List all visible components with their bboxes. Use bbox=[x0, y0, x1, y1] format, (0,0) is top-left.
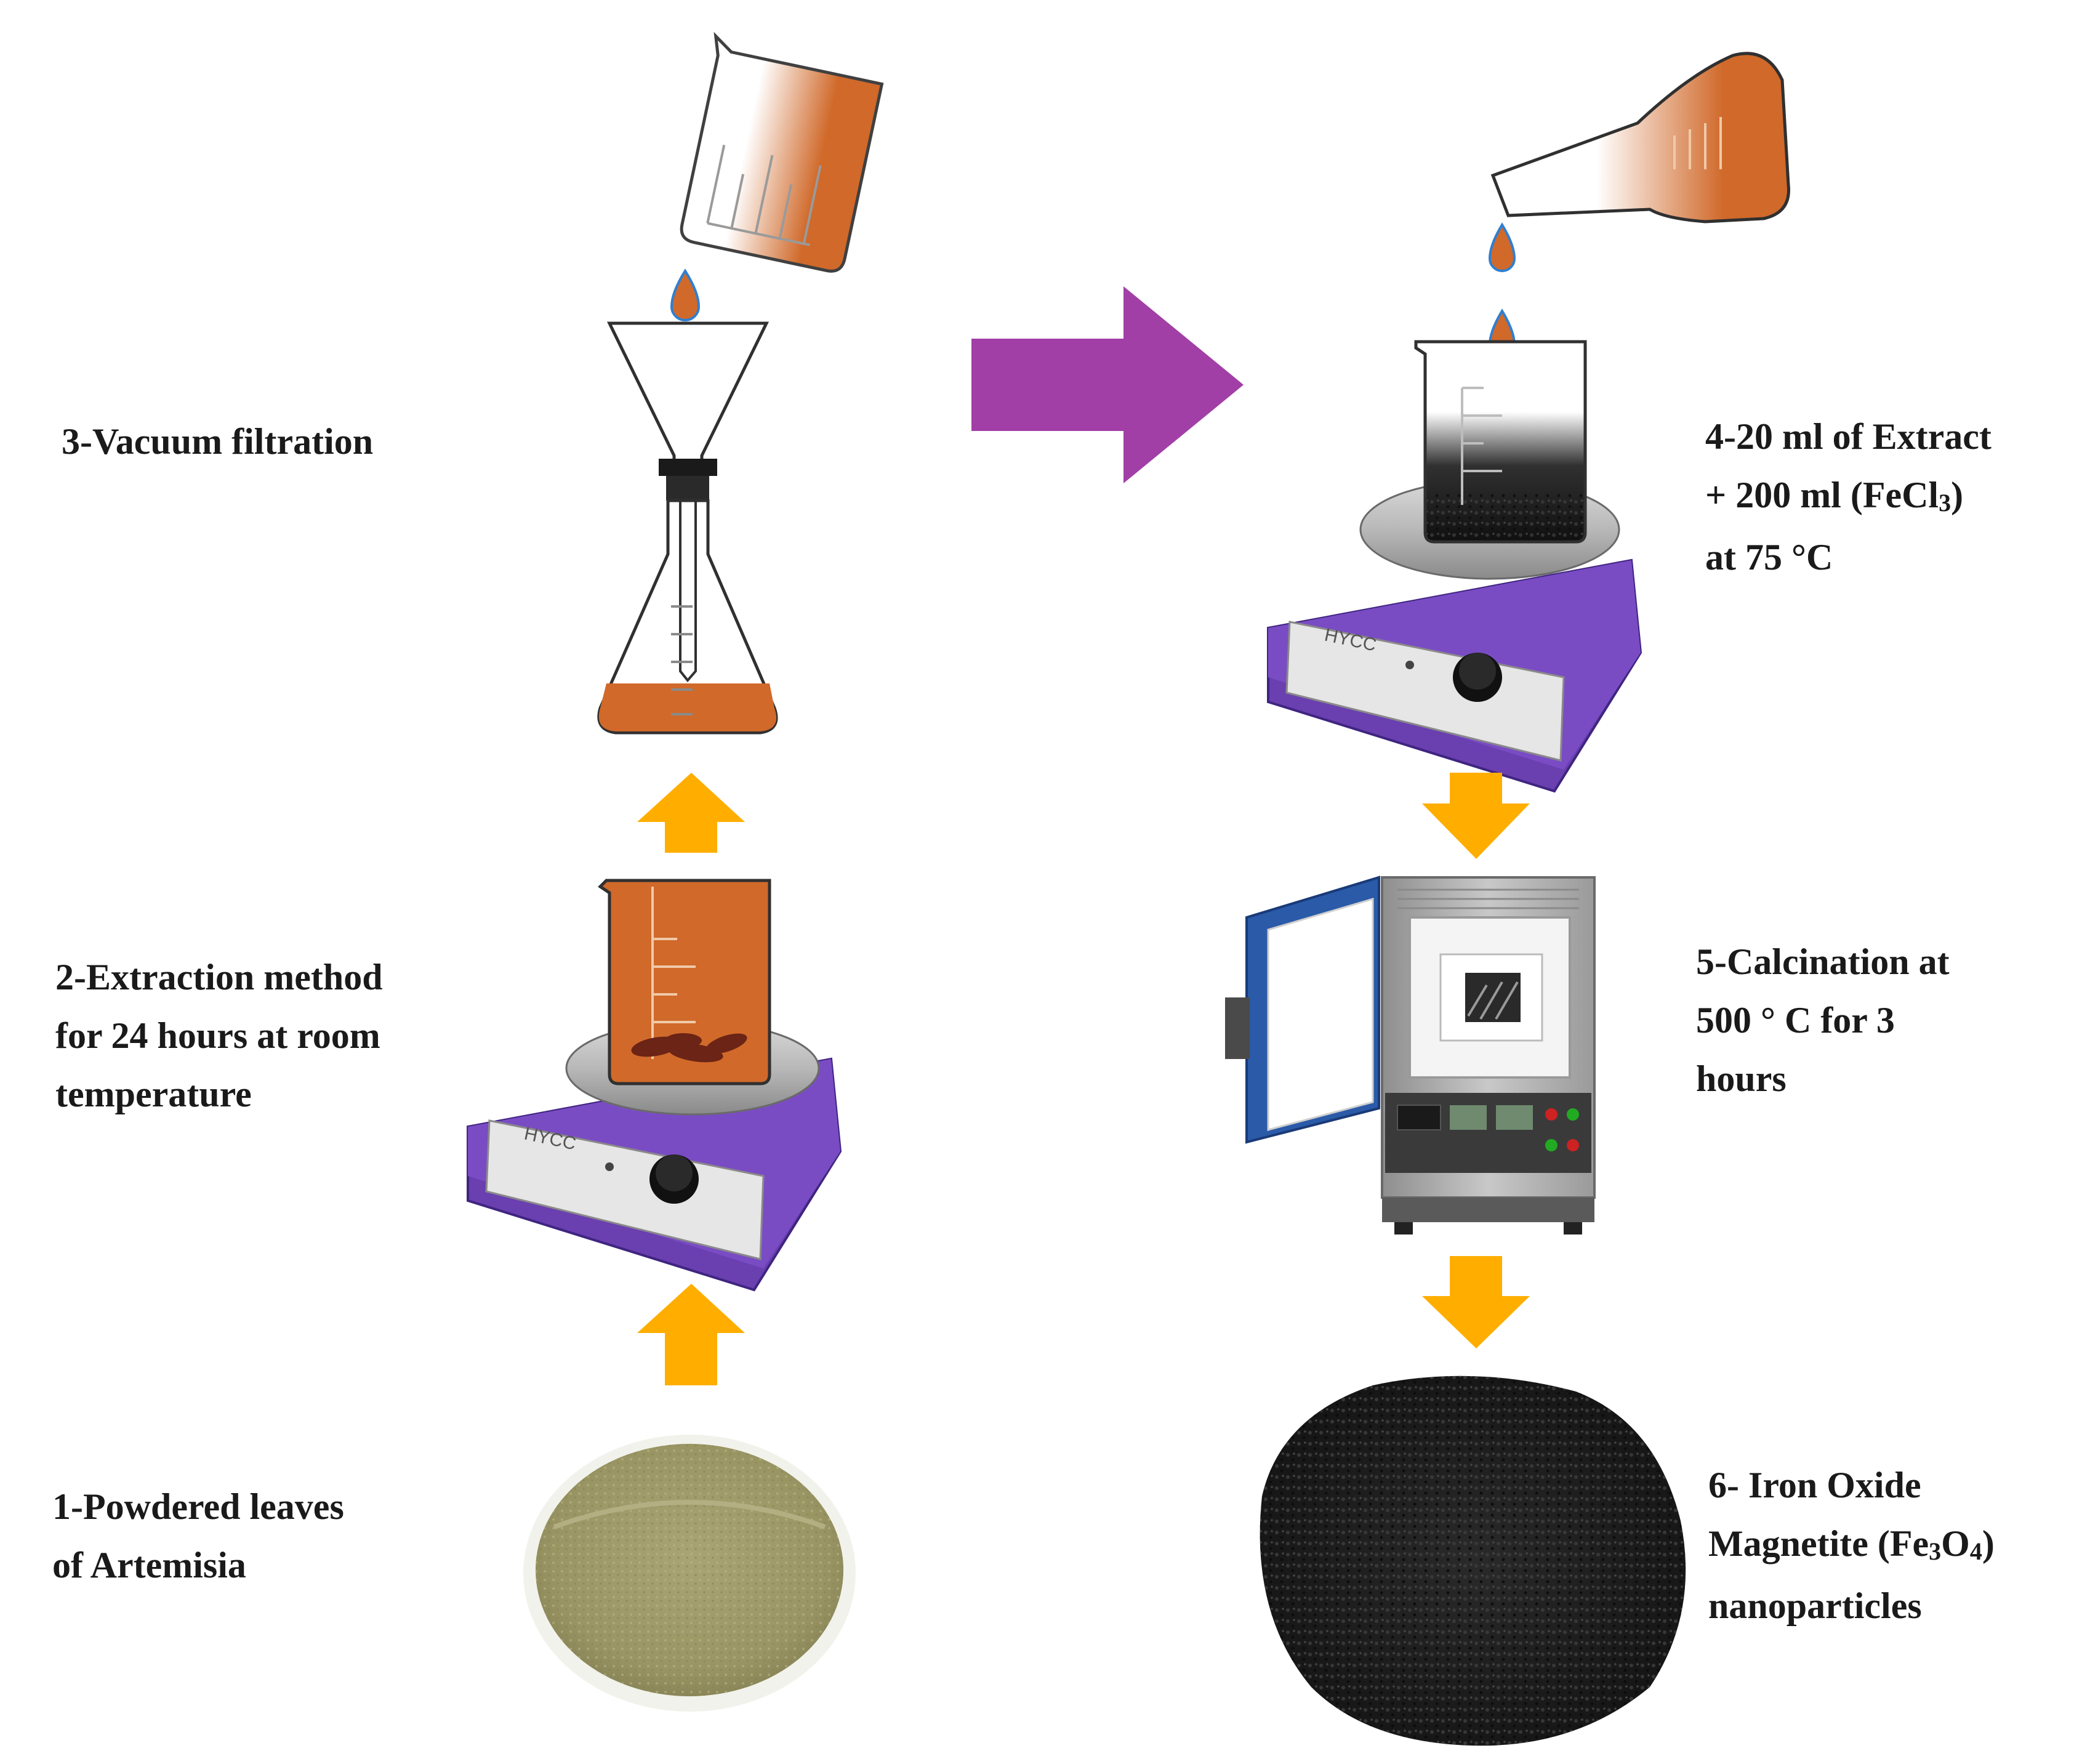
step-4-line: at 75 °C bbox=[1705, 537, 1833, 578]
step-3-label: 3-Vacuum filtration bbox=[62, 413, 373, 471]
step-4-text: + 200 ml (FeCl bbox=[1705, 475, 1939, 515]
powdered-leaves-dish bbox=[523, 1435, 856, 1712]
fe3o4-nanoparticle-pile bbox=[1260, 1375, 1686, 1746]
flow-arrow-down bbox=[1422, 773, 1530, 859]
step-6-text: ) bbox=[1982, 1523, 1995, 1564]
step-4-text: ) bbox=[1951, 475, 1964, 515]
step-3-line: 3-Vacuum filtration bbox=[62, 421, 374, 462]
magnetic-stirrer-synthesis: HYCC bbox=[1267, 340, 1642, 793]
step-1-label: 1-Powdered leaves of Artemisia bbox=[52, 1478, 344, 1595]
flow-arrow-down bbox=[1422, 1256, 1530, 1348]
magnetic-stirrer-extraction: HYCC bbox=[467, 879, 842, 1292]
step-2-line: for 24 hours at room bbox=[55, 1015, 380, 1056]
step-4-subscript: 3 bbox=[1939, 489, 1951, 517]
step-6-line: nanoparticles bbox=[1708, 1585, 1922, 1626]
step-4-label: 4-20 ml of Extract + 200 ml (FeCl3) at 7… bbox=[1705, 408, 1992, 587]
muffle-furnace bbox=[1225, 876, 1596, 1234]
step-6-label: 6- Iron Oxide Magnetite (Fe3O4) nanopart… bbox=[1708, 1456, 1995, 1635]
step-2-label: 2-Extraction method for 24 hours at room… bbox=[55, 948, 383, 1124]
step-5-label: 5-Calcination at 500 ° C for 3 hours bbox=[1696, 933, 1950, 1108]
step-6-subscript: 4 bbox=[1969, 1537, 1982, 1565]
pouring-flask bbox=[1490, 52, 1790, 224]
extract-drop bbox=[1488, 222, 1516, 272]
step-1-line: of Artemisia bbox=[52, 1545, 246, 1585]
vacuum-filtration-apparatus bbox=[597, 321, 778, 735]
extract-drop bbox=[670, 268, 701, 321]
step-2-line: 2-Extraction method bbox=[55, 957, 383, 997]
step-6-line: Magnetite (Fe3O4) bbox=[1708, 1515, 1995, 1577]
step-1-line: 1-Powdered leaves bbox=[52, 1486, 344, 1527]
step-2-line: temperature bbox=[55, 1074, 252, 1114]
step-6-text: O bbox=[1941, 1523, 1970, 1564]
flow-arrow-up bbox=[637, 773, 745, 853]
flow-arrow-up bbox=[637, 1284, 745, 1385]
step-5-line: 5-Calcination at bbox=[1696, 941, 1950, 982]
transition-arrow-right bbox=[971, 286, 1244, 483]
step-6-text: Magnetite (Fe bbox=[1708, 1523, 1929, 1564]
step-6-line: 6- Iron Oxide bbox=[1708, 1465, 1921, 1505]
step-4-line: + 200 ml (FeCl3) bbox=[1705, 466, 1992, 528]
step-6-subscript: 3 bbox=[1929, 1537, 1942, 1565]
step-5-line: hours bbox=[1696, 1058, 1787, 1099]
step-5-line: 500 ° C for 3 bbox=[1696, 1000, 1895, 1041]
pouring-beaker bbox=[680, 31, 884, 273]
step-4-line: 4-20 ml of Extract bbox=[1705, 416, 1992, 457]
